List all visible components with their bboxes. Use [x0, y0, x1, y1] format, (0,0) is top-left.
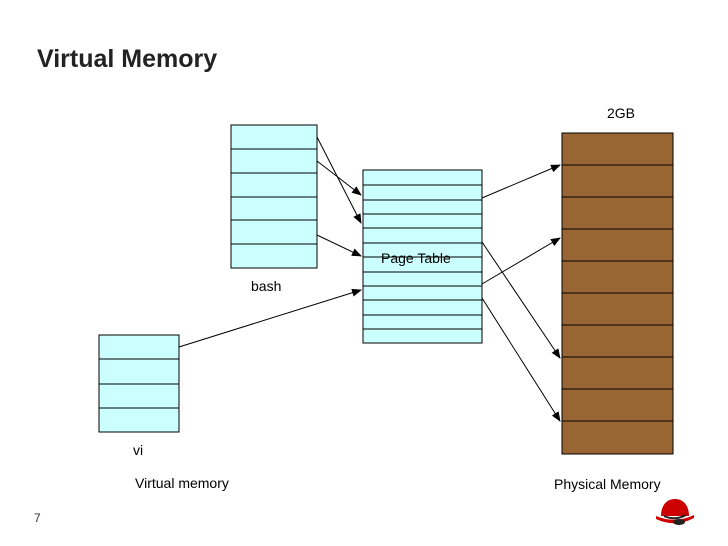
slide-title: Virtual Memory [37, 45, 218, 73]
arrow-pagetable-to-physical-2 [481, 241, 561, 359]
arrow-bash-to-pagetable-2 [316, 160, 362, 196]
bash-label: bash [251, 278, 282, 294]
arrow-bash-to-pagetable-3 [316, 234, 362, 257]
bash-virtual-memory-block [230, 124, 318, 269]
red-hat-logo-icon [655, 497, 695, 525]
page-table-block [362, 169, 483, 344]
vi-label: vi [133, 442, 144, 458]
vi-virtual-memory-block [98, 334, 180, 433]
page-number: 7 [34, 511, 41, 525]
arrow-pagetable-to-physical-1 [481, 164, 561, 199]
mapping-arrows [178, 136, 561, 422]
physical-memory-label: Physical Memory [554, 476, 661, 492]
arrow-pagetable-to-physical-3 [481, 237, 561, 285]
page-table-label: Page Table [381, 250, 451, 266]
arrow-pagetable-to-physical-4 [481, 297, 561, 422]
physical-size-label: 2GB [607, 105, 636, 121]
virtual-memory-label: Virtual memory [135, 475, 229, 491]
arrow-bash-to-pagetable-1 [316, 136, 362, 224]
physical-memory-block [561, 132, 674, 455]
arrow-vi-to-pagetable [178, 288, 362, 348]
